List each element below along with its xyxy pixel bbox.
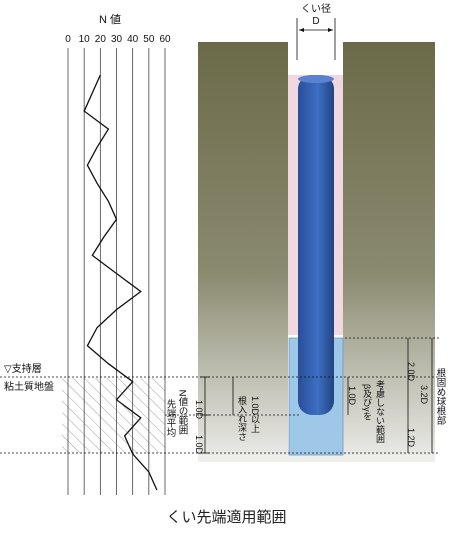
n-range-label: 先端平均 N値の範囲 [165,390,189,438]
beta-label-2: 考慮しない範囲 [375,380,385,444]
soil-left [198,42,288,462]
soil-under [198,455,435,462]
chart-title: N 値 [99,13,121,26]
svg-text:先端平均: 先端平均 [165,398,177,438]
dim-2d: 2.0D [406,362,416,382]
tick-label-60: 60 [159,34,171,45]
n-average-range-hatch [62,378,165,453]
right-dimensions [347,338,433,453]
pile-diameter-dimension: くい径 D [296,2,336,60]
tick-label-0: 0 [65,34,71,45]
svg-text:D: D [312,16,319,27]
dim-1d-upper: 1.0D [194,400,204,420]
tick-label-20: 20 [95,34,107,45]
figure-caption: くい先端適用範囲 [166,509,287,526]
root-bulb-label: 根固め球根部 [435,367,447,426]
svg-text:根入れ深さ: 根入れ深さ [237,395,247,441]
svg-text:1.0D以上: 1.0D以上 [250,396,260,433]
dim-12d: 1.2D [406,428,416,448]
svg-text:N値の範囲: N値の範囲 [177,390,189,436]
ground [198,42,435,462]
dim-1d-right: 1.0D [347,386,357,406]
soil-right [343,42,435,462]
tick-label-50: 50 [143,34,155,45]
range-bracket [200,376,210,454]
soil-type-label: 粘土質地盤 [4,380,54,393]
beta-label-1: β及びγを [362,384,372,421]
tick-label-10: 10 [79,34,91,45]
pile [298,75,334,415]
tick-label-40: 40 [127,34,139,45]
svg-text:くい径: くい径 [301,2,331,15]
tick-label-30: 30 [111,34,123,45]
bearing-layer-label: ▽支持層 [4,362,42,375]
embed-depth: 根入れ深さ 1.0D以上 [232,377,260,441]
reference-lines [0,337,440,454]
dim-1d-lower: 1.0D [194,435,204,455]
tick-labels: 0 10 20 30 40 50 60 [65,34,171,45]
dim-32d: 3.2D [419,385,429,405]
